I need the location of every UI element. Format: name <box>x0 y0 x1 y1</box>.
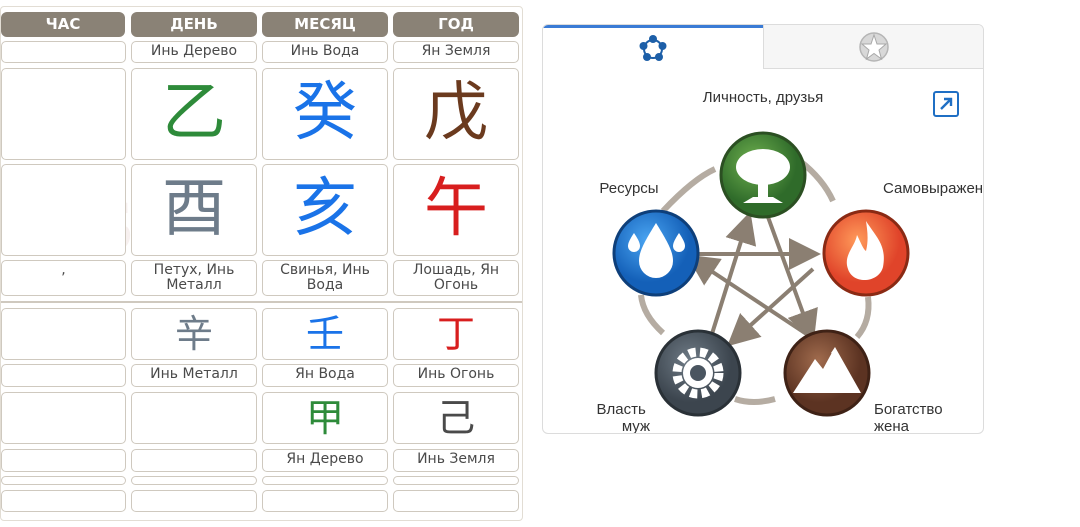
header-month: МЕСЯЦ <box>262 12 388 37</box>
hidden-stem-2-name-year: Инь Земля <box>393 449 519 472</box>
hidden-stem-2-name-hour <box>1 449 126 472</box>
tree-icon <box>736 149 790 203</box>
section-divider <box>1 301 522 303</box>
empty-cell <box>131 476 257 485</box>
label-earth-line-1: Богатство <box>874 401 943 418</box>
label-metal: Власть муж <box>597 401 650 433</box>
stem-name-month: Инь Вода <box>262 41 388 63</box>
hidden-stem-2-hour <box>1 392 126 444</box>
hidden-stem-1-day: 辛 <box>131 308 257 360</box>
stem-name-day: Инь Дерево <box>131 41 257 63</box>
empty-cell <box>131 490 257 512</box>
arrow-fire-to-metal <box>727 267 815 347</box>
element-earth[interactable] <box>783 329 871 417</box>
hidden-stem-1-name-year: Инь Огонь <box>393 364 519 387</box>
label-water: Ресурсы <box>599 180 658 197</box>
branch-name-hour: , <box>1 260 126 296</box>
branch-name-year: Лошадь, Ян Огонь <box>393 260 519 296</box>
branch-hour <box>1 164 126 256</box>
bazi-chart: Ѕ𝒽ı ЧАС ДЕНЬ МЕСЯЦ ГОД Инь Дерево Инь Во… <box>0 6 523 521</box>
element-water[interactable] <box>612 209 700 297</box>
gear-icon <box>672 347 724 399</box>
empty-cell <box>1 476 126 485</box>
element-wood[interactable] <box>719 131 807 219</box>
element-fire[interactable] <box>822 209 910 297</box>
five-elements-cycle-icon <box>639 34 667 61</box>
arrow-water-to-wood <box>660 166 717 214</box>
tab-five-elements-cycle[interactable] <box>543 25 763 69</box>
hidden-stem-1-name-month: Ян Вода <box>262 364 388 387</box>
generating-arrows <box>638 158 872 405</box>
hidden-stem-2-name-month: Ян Дерево <box>262 449 388 472</box>
label-metal-line-1: Власть <box>597 401 646 418</box>
mountain-icon <box>793 347 861 393</box>
label-wood: Личность, друзья <box>703 89 823 106</box>
water-drops-icon <box>628 223 685 278</box>
expand-arrow-icon[interactable] <box>933 91 959 117</box>
empty-cell <box>393 490 519 512</box>
empty-cell <box>1 490 126 512</box>
hidden-stem-2-name-day <box>131 449 257 472</box>
branch-name-month: Свинья, Инь Вода <box>262 260 388 296</box>
branch-year: 午 <box>393 164 519 256</box>
element-metal[interactable] <box>654 329 742 417</box>
hidden-stem-2-day <box>131 392 257 444</box>
hidden-stem-1-hour <box>1 308 126 360</box>
hidden-stem-1-year: 丁 <box>393 308 519 360</box>
stem-name-hour <box>1 41 126 63</box>
controlling-arrows <box>683 211 821 347</box>
five-elements-diagram: Личность, друзья Самовыражение Ресурсы Б… <box>597 89 983 433</box>
arrow-metal-to-water <box>638 294 666 336</box>
hidden-stem-2-month: 甲 <box>262 392 388 444</box>
empty-cell <box>262 490 388 512</box>
hidden-stem-1-name-hour <box>1 364 126 387</box>
label-earth: Богатство жена <box>874 401 947 433</box>
arrow-wood-to-earth <box>766 216 818 343</box>
empty-cell <box>262 476 388 485</box>
stem-day: 乙 <box>131 68 257 160</box>
stem-hour <box>1 68 126 160</box>
hidden-stem-1-month: 壬 <box>262 308 388 360</box>
hidden-stem-1-name-day: Инь Металл <box>131 364 257 387</box>
star-pentagram-icon <box>859 31 889 62</box>
branch-day: 酉 <box>131 164 257 256</box>
label-earth-line-2: жена <box>874 418 910 433</box>
tab-pentagram[interactable] <box>763 25 983 69</box>
arrow-earth-to-metal <box>734 396 776 405</box>
stem-month: 癸 <box>262 68 388 160</box>
stem-name-year: Ян Земля <box>393 41 519 63</box>
arrow-metal-to-wood <box>709 211 757 338</box>
flame-icon <box>846 221 884 281</box>
five-elements-panel: Личность, друзья Самовыражение Ресурсы Б… <box>542 24 984 434</box>
header-hour: ЧАС <box>1 12 125 37</box>
header-day: ДЕНЬ <box>131 12 257 37</box>
label-fire: Самовыражение <box>883 180 983 197</box>
branch-month: 亥 <box>262 164 388 256</box>
label-metal-line-2: муж <box>622 418 650 433</box>
stem-year: 戊 <box>393 68 519 160</box>
empty-cell <box>393 476 519 485</box>
arrow-earth-to-water <box>686 254 813 339</box>
header-year: ГОД <box>393 12 519 37</box>
branch-name-day: Петух, Инь Металл <box>131 260 257 296</box>
arrow-fire-to-earth <box>854 296 872 339</box>
hidden-stem-2-year: 己 <box>393 392 519 444</box>
